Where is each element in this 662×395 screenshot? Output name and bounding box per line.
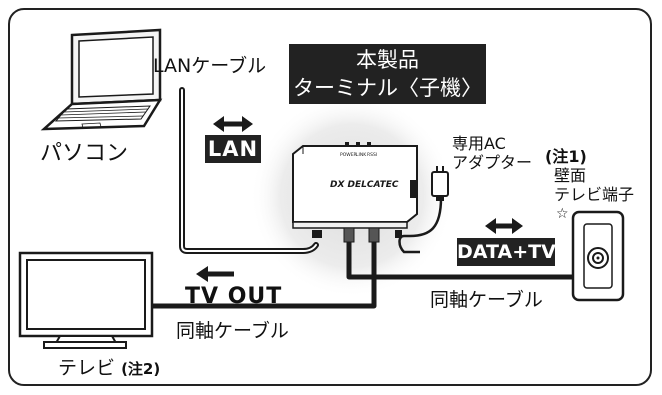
led-label-link: LINK [356, 152, 367, 158]
data-tv-badge: DATA+TV [457, 238, 556, 266]
device-brand: DX DELCATEC [330, 180, 399, 190]
coax-cable-label-right: 同軸ケーブル [430, 289, 543, 311]
lan-badge: LAN [205, 135, 261, 163]
note2-label: (注2) [121, 360, 161, 378]
ac-adapter-label-line2: アダプター [452, 153, 533, 172]
tv-label: テレビ (注2) [58, 357, 161, 380]
coax-cable-label-bottom: 同軸ケーブル [176, 320, 289, 342]
product-title-line1: 本製品 [356, 48, 419, 72]
led-label-power: POWER [340, 152, 357, 158]
coax-cable-tv [152, 240, 377, 309]
ac-adapter-label-line1: 専用AC [452, 134, 506, 153]
terminal-device: DX DELCATEC POWER LINK RSSI [292, 142, 418, 243]
product-title-line2: ターミナル〈子機〉 [293, 76, 482, 100]
tv-label-text: テレビ [58, 357, 116, 379]
note1-label: (注1) [545, 147, 587, 166]
star-mark: ☆ [556, 206, 569, 222]
tv-out-label: TV OUT [185, 284, 283, 309]
ac-adapter-icon [431, 166, 449, 201]
tv-out-left-arrow-icon [196, 266, 234, 282]
led-label-rssi: RSSI [367, 152, 377, 158]
laptop-icon [40, 28, 163, 131]
wall-label-line2: テレビ端子 [554, 185, 635, 204]
lan-cable-label: LANケーブル [153, 55, 267, 77]
product-title-box: 本製品 ターミナル〈子機〉 [289, 44, 486, 104]
ac-adapter-cable [398, 197, 443, 254]
pc-label: パソコン [40, 141, 129, 166]
television-icon [18, 251, 154, 349]
data-tv-double-arrow-icon [485, 218, 523, 234]
wall-label-line1: 壁面 [554, 166, 587, 185]
wall-outlet-icon [571, 210, 625, 302]
lan-double-arrow-icon [213, 116, 253, 132]
